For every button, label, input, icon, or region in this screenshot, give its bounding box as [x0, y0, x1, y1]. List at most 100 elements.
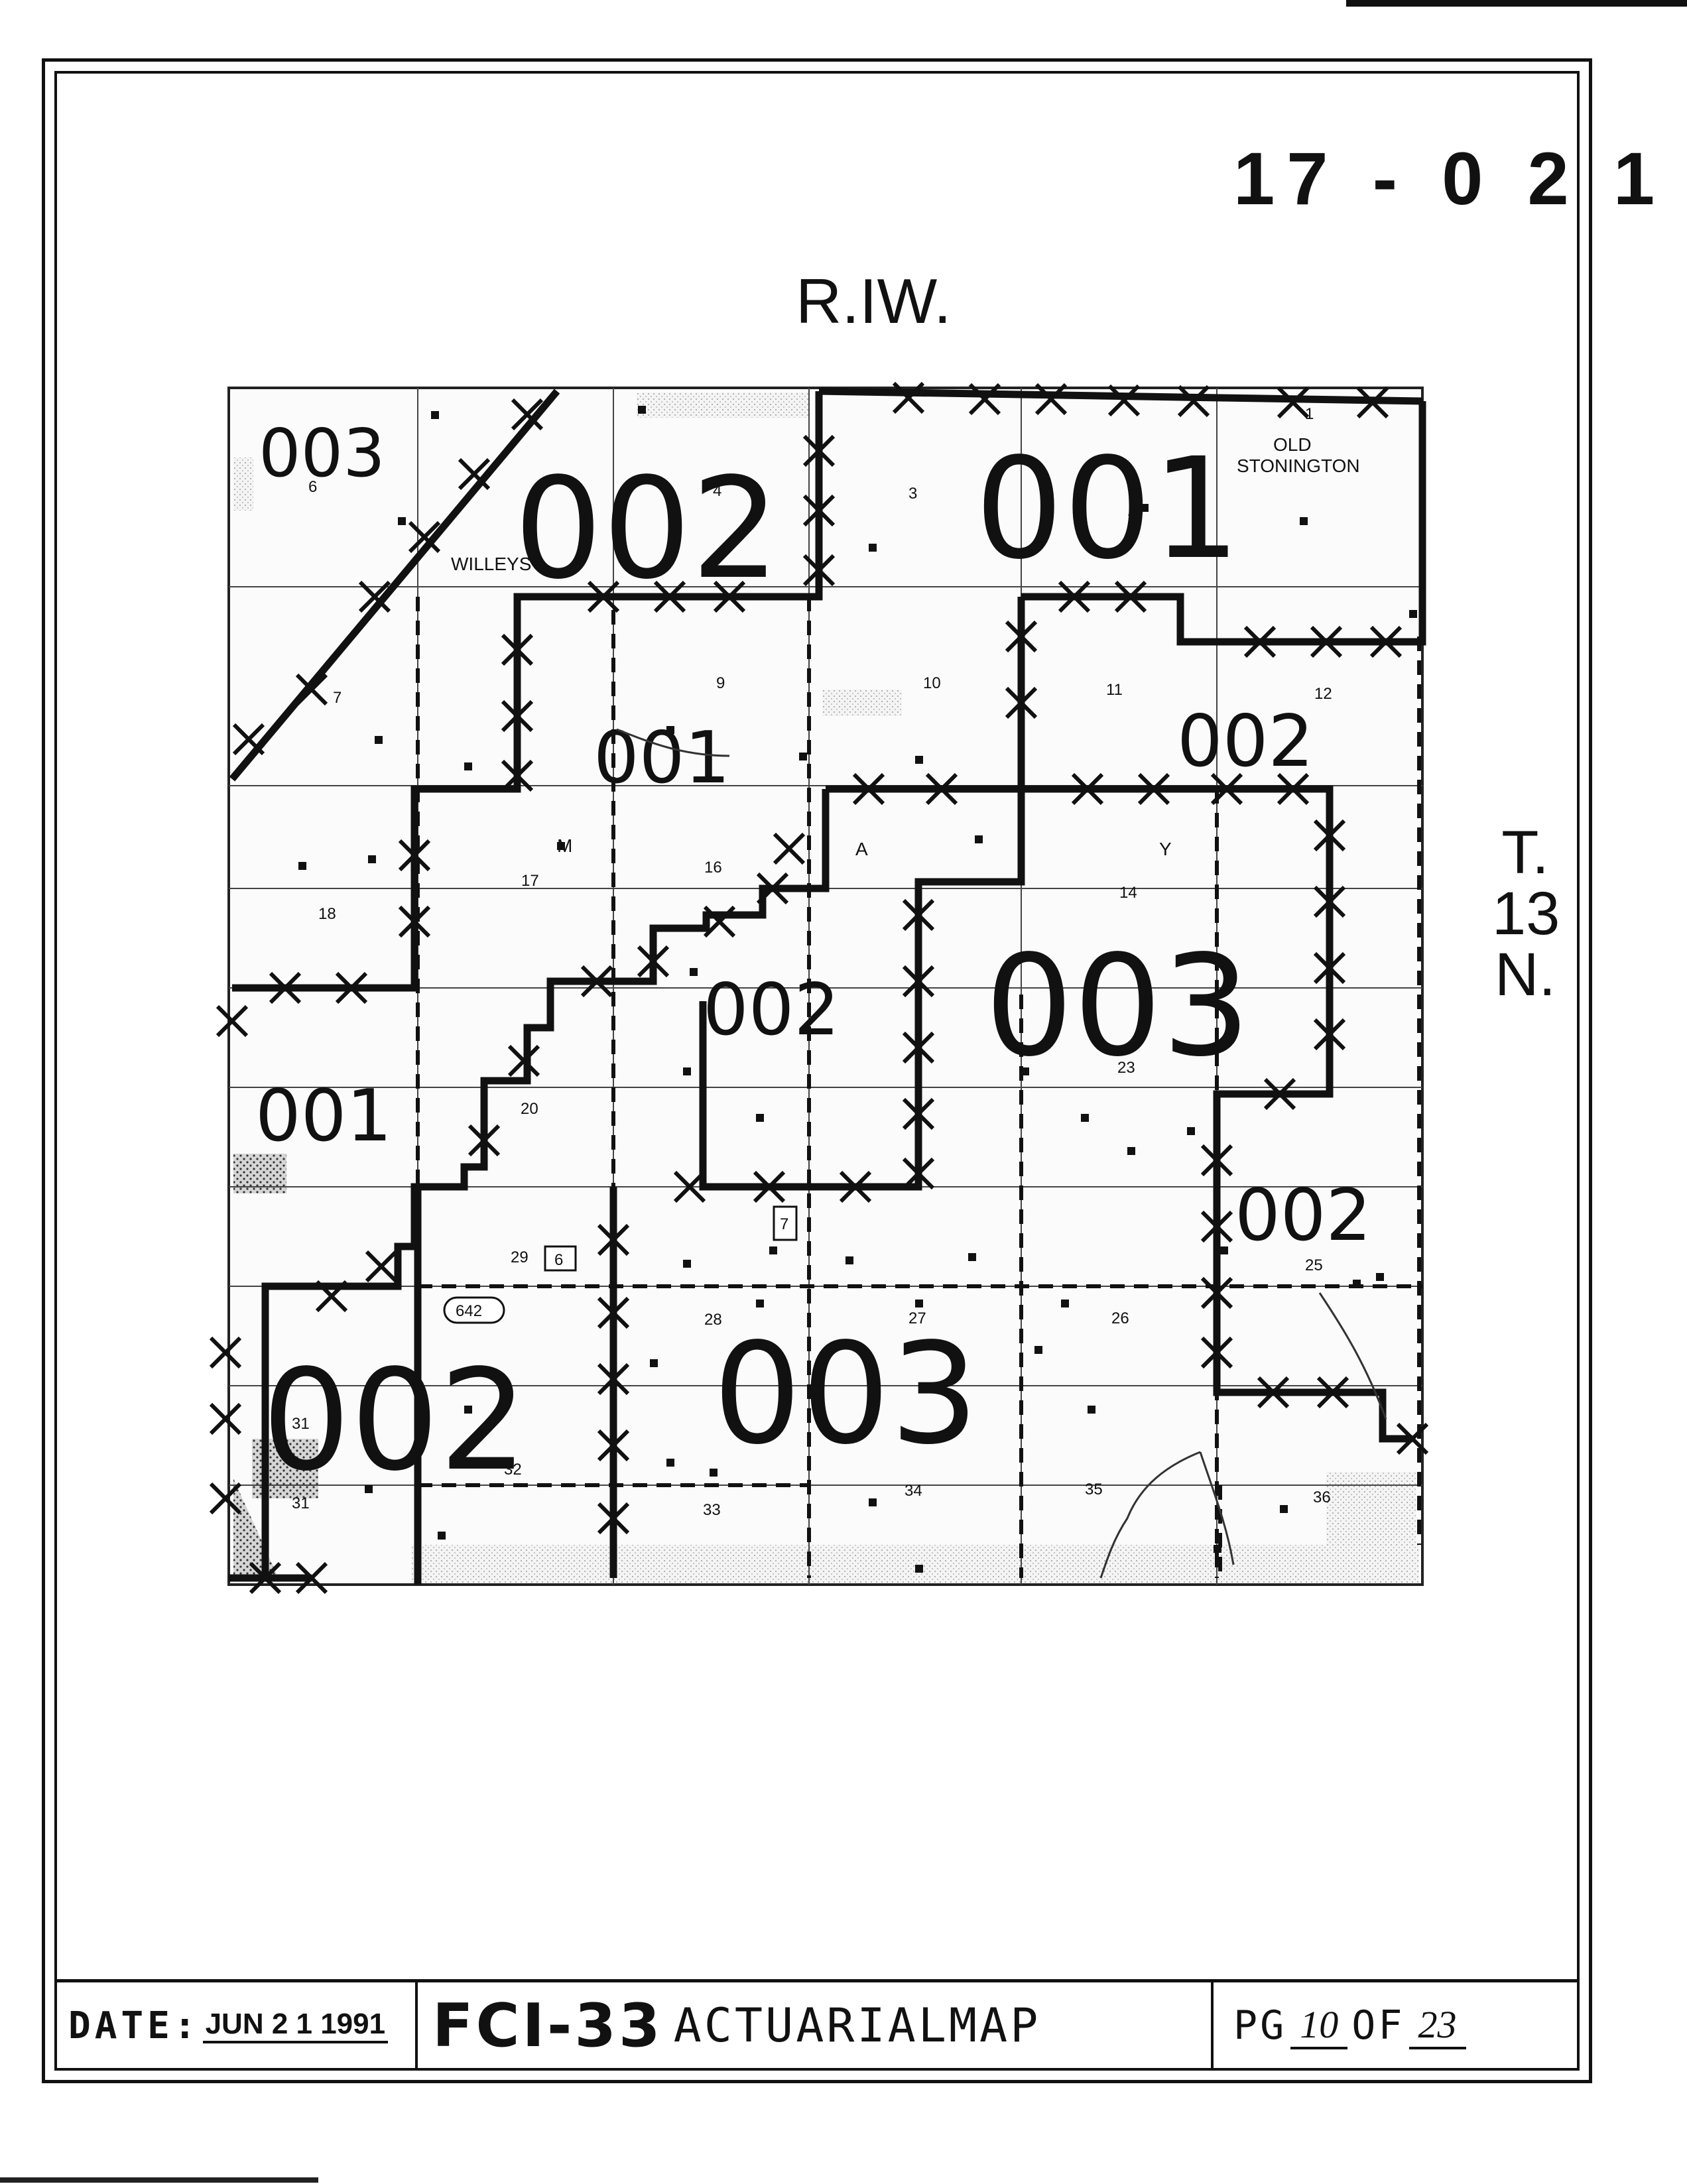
- building-marker: [968, 1253, 976, 1261]
- x-mark: [902, 1157, 935, 1190]
- building-marker: [1220, 1246, 1228, 1254]
- township-label: T. 13 N.: [1492, 819, 1560, 1005]
- x-mark: [653, 580, 686, 613]
- x-mark: [1257, 1376, 1290, 1409]
- building-marker: [769, 1246, 777, 1254]
- building-marker: [298, 862, 306, 870]
- page-of-label: OF: [1351, 2002, 1405, 2049]
- x-mark: [1396, 1422, 1429, 1455]
- x-mark: [501, 759, 534, 792]
- building-marker: [845, 1256, 853, 1264]
- section-number: 7: [333, 689, 342, 707]
- building-marker: [557, 842, 565, 850]
- section-numbers: 6 4 3 2 1 7 9 10 11 12 18 17 16 14 20 23…: [292, 405, 1332, 1519]
- x-mark: [1137, 772, 1170, 806]
- x-mark: [597, 1363, 630, 1396]
- section-number: 27: [908, 1309, 926, 1327]
- township-line-2: 13: [1492, 880, 1560, 947]
- section-number: 6: [308, 478, 317, 496]
- zone-label-001-ne: 001: [975, 428, 1241, 590]
- building-marker: [799, 753, 807, 760]
- x-mark: [249, 1561, 282, 1595]
- x-mark: [1263, 1077, 1296, 1111]
- x-mark: [802, 434, 836, 467]
- x-mark: [703, 905, 736, 938]
- x-mark: [756, 872, 789, 905]
- x-mark: [925, 772, 958, 806]
- building-marker: [464, 1406, 472, 1414]
- building-marker: [638, 406, 646, 414]
- bottom-rule: [0, 2177, 318, 2183]
- route-marker-6: 6: [554, 1251, 563, 1269]
- x-mark: [1310, 625, 1343, 658]
- x-mark: [358, 580, 391, 613]
- x-mark: [315, 1280, 348, 1313]
- x-mark: [501, 633, 534, 666]
- zone-label-003-middle: 003: [985, 925, 1251, 1087]
- zone-label-003-south: 003: [713, 1313, 979, 1475]
- section-number: 9: [716, 674, 725, 692]
- section-number: 34: [905, 1482, 922, 1500]
- building-marker: [710, 1469, 718, 1477]
- x-mark: [458, 457, 491, 491]
- x-mark: [232, 723, 265, 756]
- x-mark: [753, 1170, 786, 1203]
- x-mark: [1313, 1018, 1346, 1051]
- x-mark: [1243, 625, 1277, 658]
- building-marker: [869, 1498, 877, 1506]
- x-mark: [408, 520, 441, 554]
- x-mark: [209, 1402, 242, 1435]
- section-number: 29: [511, 1248, 529, 1266]
- section-number: 4: [713, 482, 721, 500]
- building-marker: [650, 1359, 658, 1367]
- x-mark: [1313, 885, 1346, 918]
- section-number: 18: [318, 905, 336, 923]
- page-label: PG: [1233, 2002, 1287, 2049]
- building-marker: [1127, 1147, 1135, 1155]
- page-total: 23: [1408, 2002, 1466, 2049]
- building-marker: [1081, 1114, 1089, 1122]
- x-mark: [1200, 1210, 1233, 1243]
- building-marker: [438, 1532, 446, 1540]
- building-marker: [756, 1114, 764, 1122]
- place-name-old: OLD: [1273, 434, 1312, 455]
- county-letter-a: A: [855, 839, 868, 859]
- section-number: 33: [703, 1501, 721, 1519]
- date-label: DATE:: [68, 2004, 200, 2047]
- section-number: 10: [923, 674, 941, 692]
- zone-label-001-west: 001: [255, 1075, 392, 1158]
- x-mark: [1005, 686, 1038, 719]
- building-marker: [431, 411, 439, 419]
- building-marker: [1214, 1545, 1221, 1553]
- x-mark: [1058, 580, 1091, 613]
- place-name-willeys: WILLEYS: [451, 554, 531, 574]
- x-mark: [1313, 951, 1346, 985]
- x-mark: [839, 1170, 872, 1203]
- x-mark: [597, 1429, 630, 1462]
- footer-page-cell: PG 10 OF 23: [1214, 1982, 1578, 2069]
- footer: DATE: JUN 2 1 1991 FCI-33 ACTUARIALMAP P…: [56, 1979, 1578, 2069]
- zone-boundaries: [229, 387, 1426, 1585]
- x-mark: [580, 965, 613, 998]
- x-mark: [1277, 386, 1310, 419]
- building-marker: [1034, 1346, 1042, 1354]
- building-marker: [1300, 517, 1308, 525]
- township-line-1: T.: [1501, 819, 1549, 886]
- section-number: 31: [292, 1494, 310, 1512]
- building-marker: [666, 1459, 674, 1467]
- route-markers: 6 7 642: [443, 1205, 798, 1324]
- zone-label-001-center: 001: [594, 717, 730, 800]
- building-marker: [1376, 1273, 1384, 1281]
- range-label: R.IW.: [796, 266, 952, 337]
- route-marker-642: 642: [456, 1302, 482, 1320]
- x-mark: [209, 1336, 242, 1369]
- section-number: 32: [504, 1461, 522, 1479]
- section-number: 14: [1119, 884, 1137, 902]
- building-marker: [683, 1260, 691, 1268]
- date-value: JUN 2 1 1991: [202, 2008, 389, 2043]
- footer-title-cell: FCI-33 ACTUARIALMAP: [418, 1982, 1214, 2069]
- x-mark: [902, 898, 935, 932]
- section-number: 31: [292, 1415, 310, 1433]
- section-number: 2: [1127, 510, 1136, 528]
- section-number: 16: [704, 859, 722, 877]
